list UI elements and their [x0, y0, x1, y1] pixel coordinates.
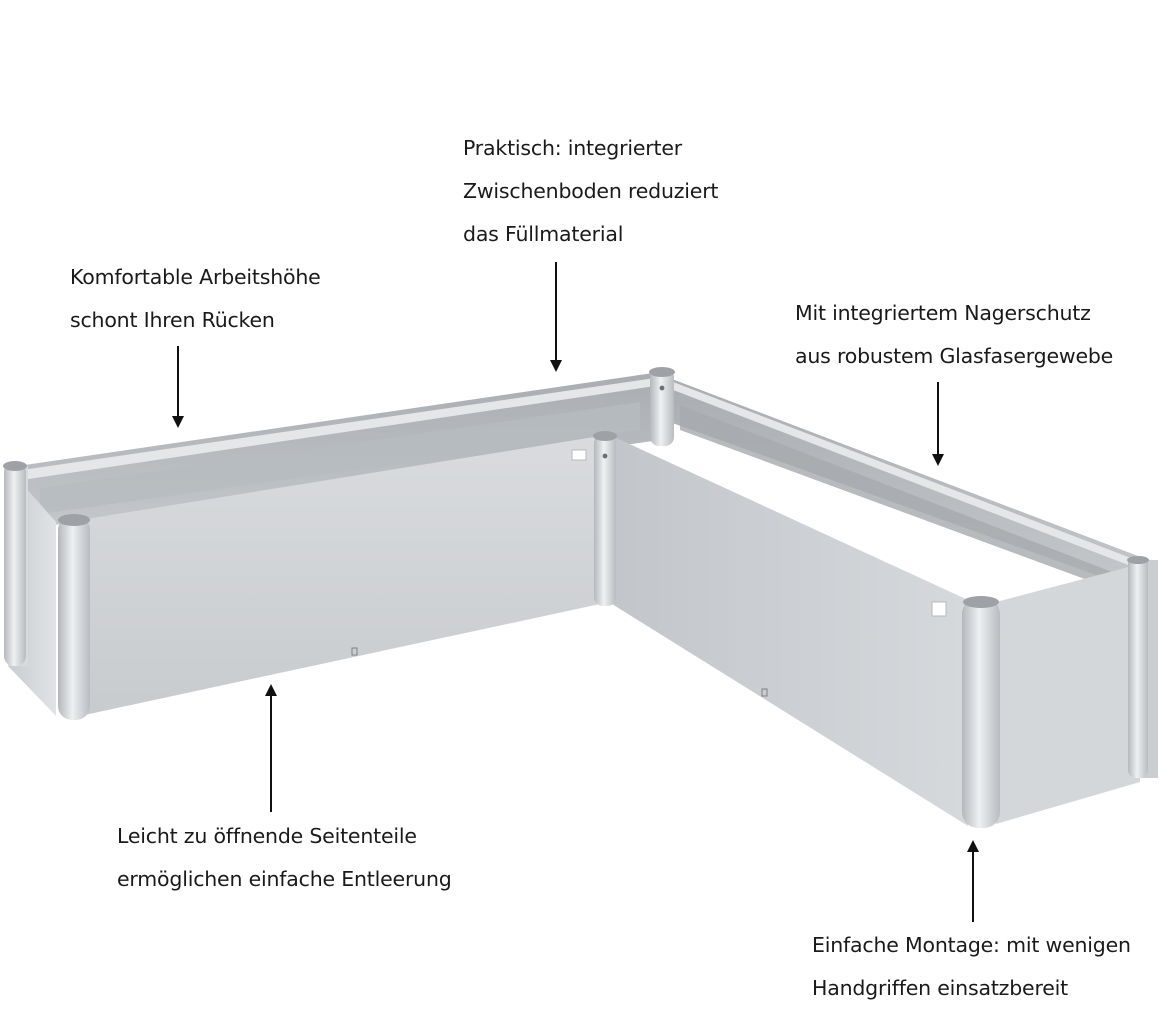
right-arm-front-panel [612, 436, 968, 826]
callout-arrows [172, 262, 979, 922]
callout-side-panels-line-1: Leicht zu öffnende Seitenteile [117, 824, 417, 848]
callout-assembly-line-1: Einfache Montage: mit wenigen [812, 933, 1131, 957]
right-arm-back-wall [664, 376, 1138, 592]
callout-rodent-protection: Mit integriertem Nagerschutz aus robuste… [795, 292, 1113, 378]
callout-assembly-line-2: Handgriffen einsatzbereit [812, 976, 1068, 1000]
arrow-assembly [967, 840, 979, 922]
arrow-rodent-protection [932, 382, 944, 466]
callout-intermediate-floor-line-1: Praktisch: integrierter [463, 136, 682, 160]
callout-intermediate-floor: Praktisch: integrierter Zwischenboden re… [463, 127, 718, 256]
callout-rodent-protection-line-2: aus robustem Glasfasergewebe [795, 344, 1114, 368]
callout-assembly: Einfache Montage: mit wenigen Handgriffe… [812, 924, 1131, 1010]
callout-work-height-line-1: Komfortable Arbeitshöhe [70, 265, 321, 289]
callout-work-height: Komfortable Arbeitshöhe schont Ihren Rüc… [70, 256, 321, 342]
corner-posts [3, 367, 1149, 828]
callout-work-height-line-2: schont Ihren Rücken [70, 308, 275, 332]
callout-rodent-protection-line-1: Mit integriertem Nagerschutz [795, 301, 1091, 325]
callout-side-panels: Leicht zu öffnende Seitenteile ermöglich… [117, 815, 452, 901]
arrow-intermediate-floor [550, 262, 562, 372]
arrow-side-panels [265, 684, 277, 812]
left-arm-back-wall [18, 372, 660, 530]
callout-intermediate-floor-line-3: das Füllmaterial [463, 222, 624, 246]
left-arm-front-panel [80, 436, 600, 716]
callout-intermediate-floor-line-2: Zwischenboden reduziert [463, 179, 719, 203]
arrow-work-height [172, 346, 184, 428]
callout-side-panels-line-2: ermöglichen einfache Entleerung [117, 867, 452, 891]
